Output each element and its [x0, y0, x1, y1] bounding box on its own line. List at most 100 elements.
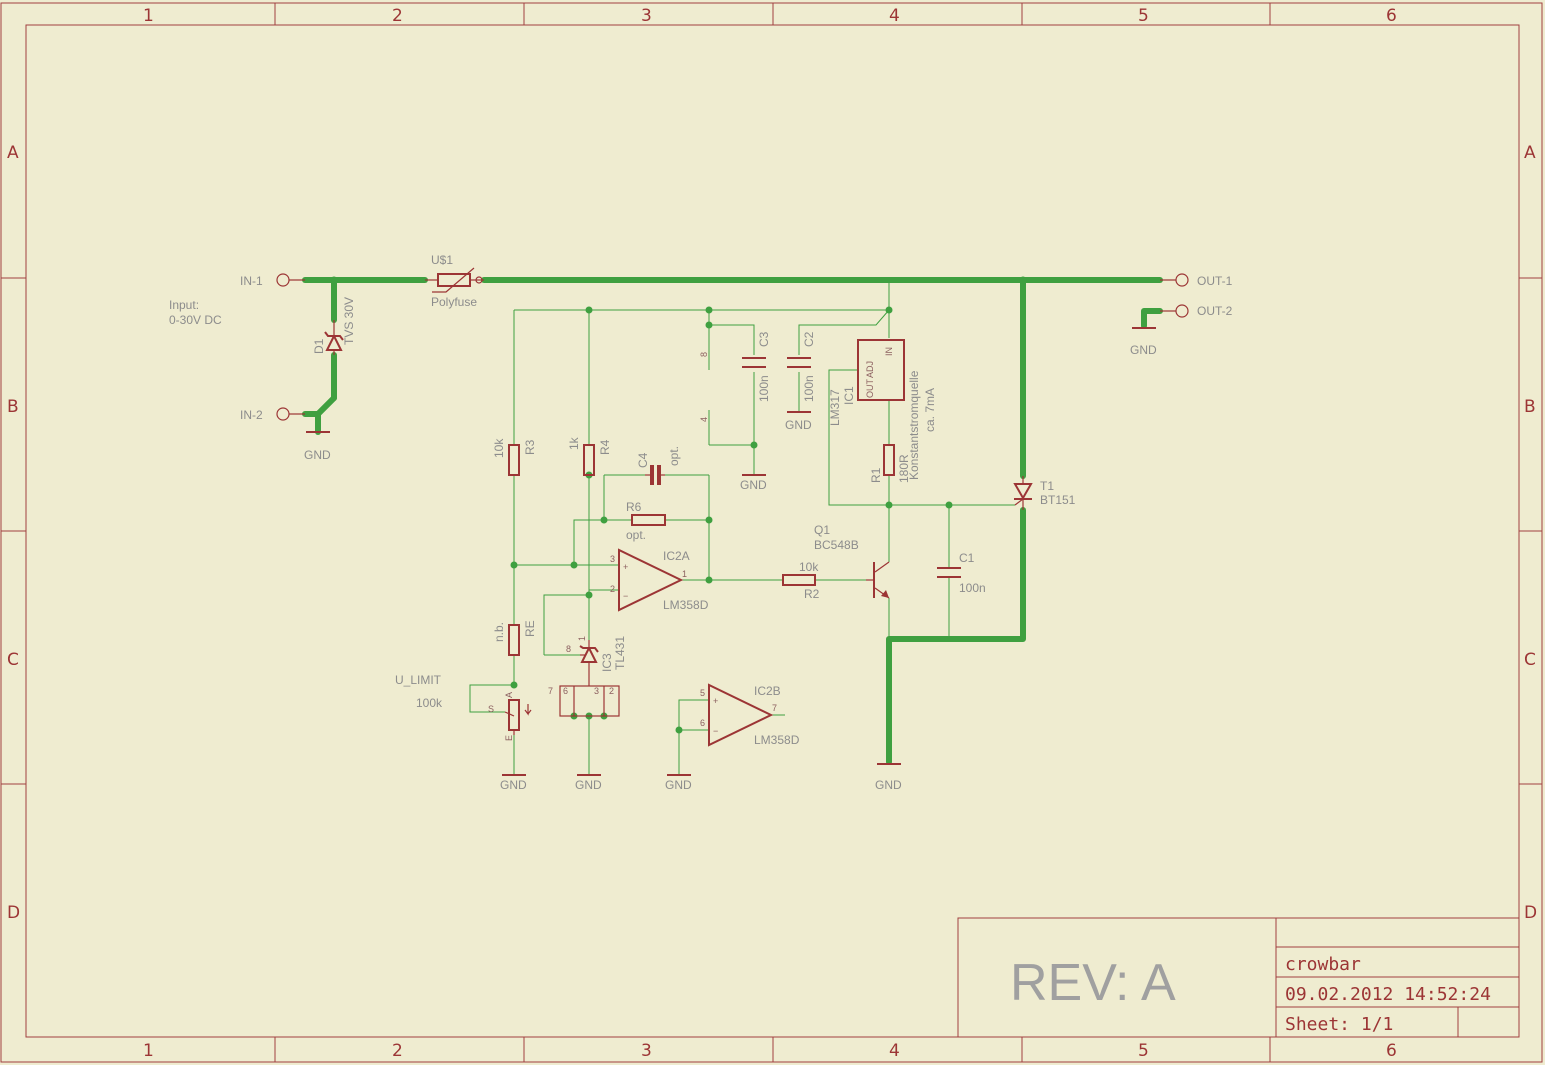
schematic-text: GND — [740, 478, 767, 492]
ic2a-value: LM358D — [663, 598, 709, 612]
trimmer-u-limit[interactable]: S A E U_LIMIT 100k — [395, 673, 532, 741]
tvs-diode-d1[interactable]: D1 TVS 30V — [312, 297, 356, 355]
r4-name: R4 — [598, 439, 612, 455]
col-marker: 6 — [1386, 6, 1397, 26]
revision-label: REV: A — [1010, 954, 1176, 1012]
r1-value: 180R — [897, 454, 911, 483]
row-marker: D — [1524, 903, 1537, 923]
sheet-number: Sheet: 1/1 — [1285, 1014, 1393, 1035]
col-marker: 4 — [889, 1041, 900, 1061]
polyfuse-us1[interactable]: U$1 Polyfuse — [425, 253, 484, 309]
ic2b-value: LM358D — [754, 733, 800, 747]
c3-value: 100n — [757, 375, 771, 402]
schematic-text: 3 — [594, 686, 599, 696]
row-markers-left: A B C D — [7, 143, 20, 923]
c1-name: C1 — [959, 551, 975, 565]
re-value: n.b. — [492, 622, 506, 642]
connector-in1[interactable]: IN-1 — [240, 273, 305, 288]
gnd-symbol: GND — [575, 774, 602, 792]
gnd-symbol: GND — [785, 411, 812, 432]
r3-value: 10k — [492, 438, 506, 458]
schematic-text: ADJ — [865, 361, 875, 378]
r6-value: opt. — [626, 528, 646, 542]
input-note-1: Input: — [169, 298, 199, 312]
opamp-ic2b[interactable]: + − 5 6 7 IC2B LM358D — [700, 683, 800, 747]
row-marker: A — [1524, 143, 1536, 163]
schematic-text: GND — [500, 778, 527, 792]
resistor-r4[interactable]: 1k R4 — [567, 436, 612, 476]
col-marker: 6 — [1386, 1041, 1397, 1061]
r2-name: R2 — [804, 587, 820, 601]
gnd-symbol: GND — [665, 774, 692, 792]
drawing-datetime: 09.02.2012 14:52:24 — [1285, 984, 1491, 1005]
schematic-text: 4 — [699, 417, 709, 422]
schematic-text: + — [623, 562, 628, 572]
schematic-text: 2 — [609, 686, 614, 696]
u-limit-name: U_LIMIT — [395, 673, 442, 687]
r6-name: R6 — [626, 500, 642, 514]
t1-name: T1 — [1040, 479, 1054, 493]
col-marker: 3 — [641, 1041, 652, 1061]
gnd-symbol: GND — [1130, 327, 1157, 357]
q1-name: Q1 — [814, 523, 830, 537]
capacitor-c4[interactable]: C4 opt. — [636, 446, 681, 485]
title-block: REV: A crowbar 09.02.2012 14:52:24 Sheet… — [957, 917, 1520, 1038]
row-marker: B — [7, 397, 19, 417]
us1-name: U$1 — [431, 253, 453, 267]
ic2a-name: IC2A — [663, 549, 690, 563]
drawing-name: crowbar — [1285, 954, 1361, 975]
schematic-text: S — [488, 704, 494, 714]
opamp-supply-pins: 8 4 — [699, 352, 709, 422]
r2-value: 10k — [799, 560, 819, 574]
schematic-text: 3 — [610, 554, 615, 564]
transistor-q1[interactable]: Q1 BC548B — [814, 523, 890, 599]
capacitor-c3[interactable]: C3 100n — [742, 331, 771, 402]
ic1-name: IC1 — [842, 386, 856, 405]
schematic-text: GND — [1130, 343, 1157, 357]
schematic-text: − — [623, 591, 628, 601]
r4-value: 1k — [567, 436, 581, 450]
row-marker: C — [7, 650, 19, 670]
capacitor-c2[interactable]: C2 100n — [787, 331, 816, 402]
col-marker: 4 — [889, 6, 900, 26]
r3-name: R3 — [523, 439, 537, 455]
row-marker: D — [7, 903, 20, 923]
capacitor-c1[interactable]: C1 100n — [937, 551, 986, 595]
connector-out1[interactable]: OUT-1 — [1160, 273, 1233, 288]
in2-label: IN-2 — [240, 408, 263, 422]
regulator-ic1[interactable]: ADJ OUT IN LM317 IC1 Konstantstromquelle… — [828, 339, 937, 480]
c3-name: C3 — [757, 331, 771, 347]
connector-in2[interactable]: IN-2 — [240, 407, 305, 422]
d1-value: TVS 30V — [342, 297, 356, 345]
col-marker: 2 — [392, 1041, 403, 1061]
schematic-text: 7 — [772, 703, 777, 713]
resistor-re[interactable]: n.b. RE — [492, 620, 537, 656]
shunt-reference-ic3[interactable]: 8 1 IC3 TL431 7 6 3 2 — [548, 636, 627, 717]
u-limit-value: 100k — [416, 696, 443, 710]
row-marker: C — [1524, 650, 1536, 670]
ic1-note-2: ca. 7mA — [923, 388, 937, 432]
schematic-text: 8 — [566, 644, 571, 654]
schematic-text: 1 — [682, 569, 687, 579]
resistor-r3[interactable]: 10k R3 — [492, 438, 537, 476]
thyristor-t1[interactable]: T1 BT151 — [1013, 476, 1076, 510]
schematic-text: GND — [785, 418, 812, 432]
c2-name: C2 — [802, 331, 816, 347]
schematic-text: E — [504, 735, 514, 741]
col-marker: 3 — [641, 6, 652, 26]
resistor-r1[interactable]: R1 180R — [869, 444, 911, 483]
schematic-text: 7 — [548, 686, 553, 696]
resistor-r6[interactable]: R6 opt. — [626, 500, 666, 542]
t1-value: BT151 — [1040, 493, 1076, 507]
schematic-text: 6 — [700, 718, 705, 728]
column-markers-top: 1 2 3 4 5 6 — [143, 6, 1397, 26]
schematic-text: + — [713, 696, 718, 706]
col-marker: 1 — [143, 1041, 154, 1061]
out1-label: OUT-1 — [1197, 274, 1233, 288]
connector-out2[interactable]: OUT-2 — [1160, 304, 1233, 318]
resistor-r2[interactable]: 10k R2 — [782, 560, 820, 601]
opamp-ic2a[interactable]: + − 3 2 1 IC2A LM358D — [610, 548, 709, 612]
ic1-value: LM317 — [828, 389, 842, 426]
r1-name: R1 — [869, 467, 883, 483]
